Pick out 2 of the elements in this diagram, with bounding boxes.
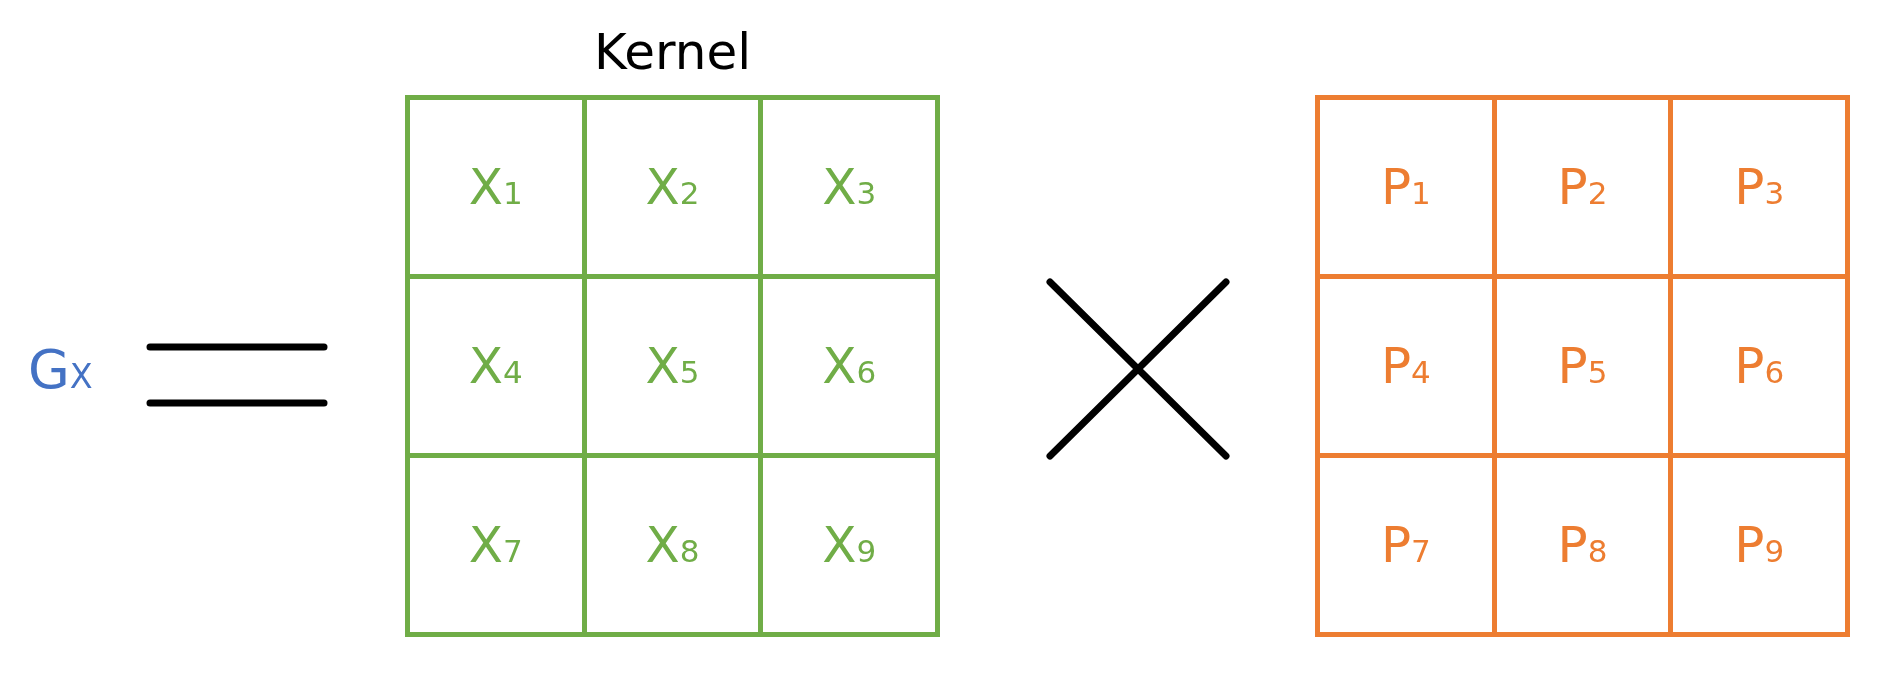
matrix-grid: [1315, 95, 1850, 637]
matrix-title: Kernel: [592, 23, 753, 81]
